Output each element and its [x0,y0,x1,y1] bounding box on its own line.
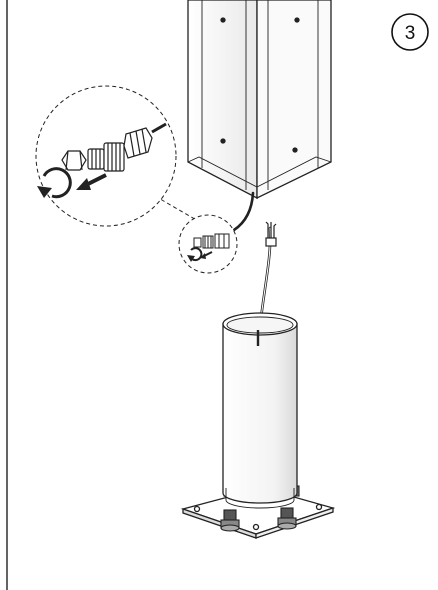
anchor-bolt [220,509,240,532]
cable-wire-ends [265,221,277,247]
lower-pipe [222,312,298,509]
step-badge: 3 [391,13,429,51]
rotate-counterclockwise-arrow-icon [190,247,203,262]
upper-post [187,0,332,200]
circled-number-icon [391,13,429,51]
connector-small-view [178,214,238,274]
connector-detail-callout [35,85,177,227]
anchor-bolt [277,507,297,530]
rotate-counterclockwise-arrow-icon [42,167,72,199]
step-number: 3 [405,23,416,44]
callout-leader [154,195,201,223]
